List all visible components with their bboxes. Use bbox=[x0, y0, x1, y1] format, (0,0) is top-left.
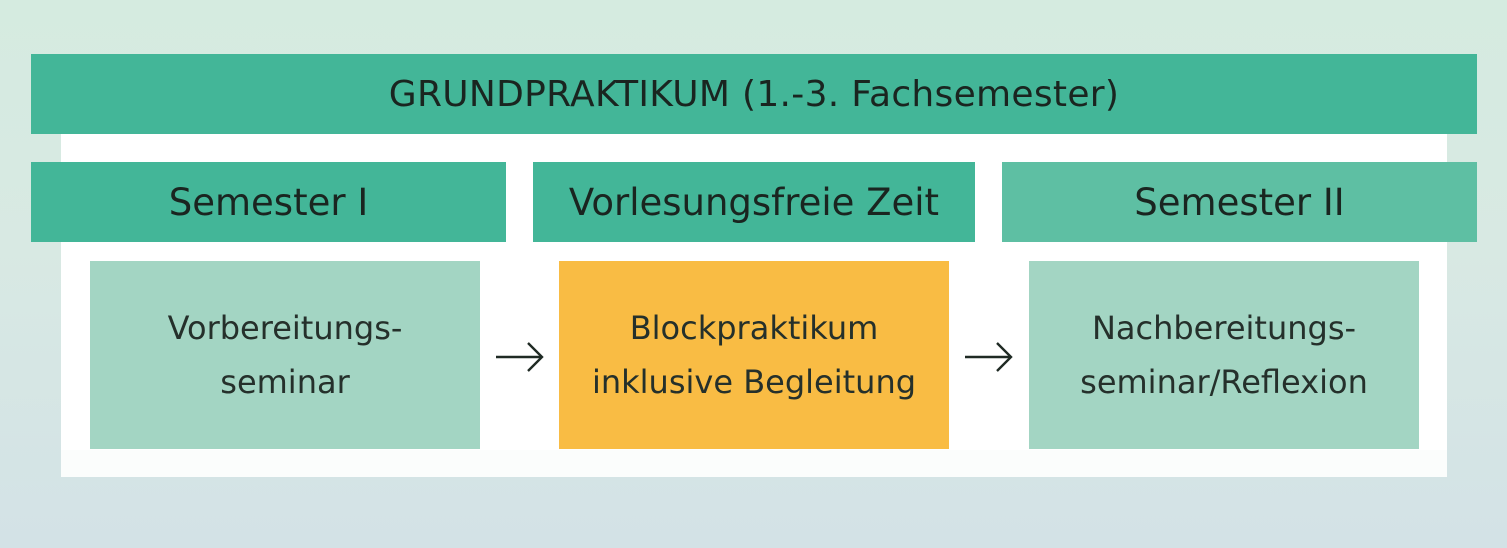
step-box-line: Vorbereitungs- bbox=[167, 309, 403, 347]
column-header-semester-2: Semester II bbox=[1002, 162, 1477, 242]
step-box-follow-up-seminar: Nachbereitungs- seminar/Reflexion bbox=[1029, 261, 1419, 449]
step-box-block-internship: Blockpraktikum inklusive Begleitung bbox=[559, 261, 949, 449]
column-header-semester-1: Semester I bbox=[31, 162, 506, 242]
arrow-right-icon bbox=[496, 342, 544, 372]
column-header-label: Semester II bbox=[1134, 180, 1345, 224]
step-box-line: seminar/Reflexion bbox=[1080, 363, 1368, 401]
step-box-line: Nachbereitungs- bbox=[1091, 309, 1357, 347]
step-box-line: seminar bbox=[220, 363, 350, 401]
column-header-break: Vorlesungsfreie Zeit bbox=[533, 162, 975, 242]
content-panel-footer bbox=[61, 450, 1447, 477]
step-box-line: inklusive Begleitung bbox=[591, 363, 917, 401]
arrow-right-icon bbox=[965, 342, 1013, 372]
step-box-line: Blockpraktikum bbox=[629, 309, 879, 347]
column-header-label: Semester I bbox=[168, 180, 369, 224]
column-header-label: Vorlesungsfreie Zeit bbox=[568, 180, 940, 224]
step-box-preparation-seminar: Vorbereitungs- seminar bbox=[90, 261, 480, 449]
title-bar: GRUNDPRAKTIKUM (1.-3. Fachsemester) bbox=[31, 54, 1477, 134]
diagram-title: GRUNDPRAKTIKUM (1.-3. Fachsemester) bbox=[388, 73, 1120, 115]
